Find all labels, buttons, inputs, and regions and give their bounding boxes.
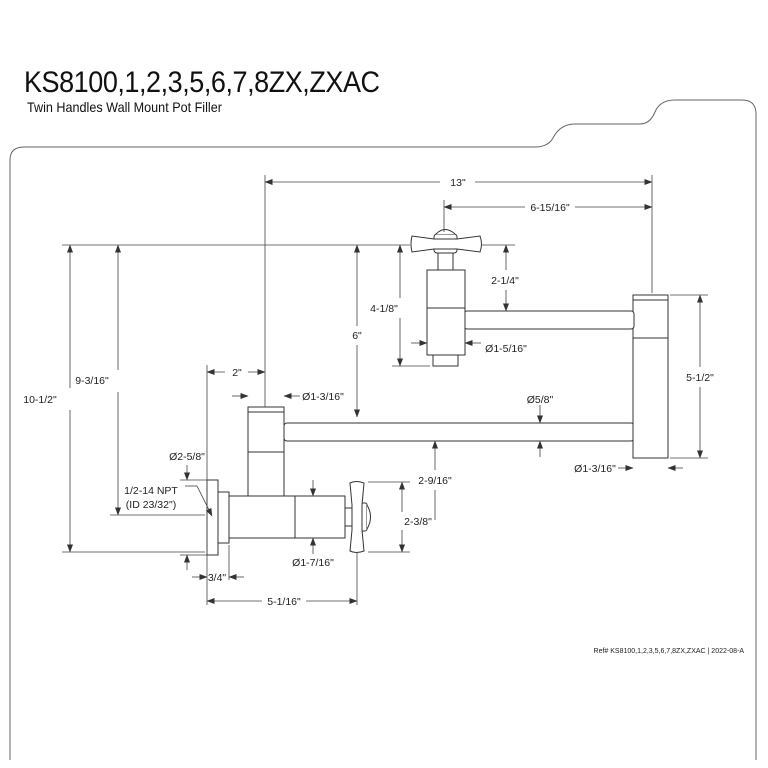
dim-upper-handle-to-arm: 2-1/4" [491, 275, 519, 287]
product-subtitle: Twin Handles Wall Mount Pot Filler [27, 99, 222, 115]
thread-spec: 1/2-14 NPT [124, 485, 178, 497]
elbow-column [632, 294, 669, 459]
dim-arm-diameter: Ø5/8" [527, 394, 554, 406]
dimension-labels: 13" 6-15/16" 10-1/2" 9-3/16" 6" 4-1/8" 2… [23, 177, 744, 655]
dim-elbow-height: 5-1/2" [686, 372, 714, 384]
reference-number: Ref# KS8100,1,2,3,5,6,7,8ZX,ZXAC | 2022-… [594, 648, 745, 655]
dim-valve-diameter: Ø1-7/16" [292, 557, 334, 569]
model-title: KS8100,1,2,3,5,6,7,8ZX,ZXAC [24, 66, 380, 99]
dim-riser-diameter: Ø1-3/16" [302, 391, 344, 403]
upper-swing-arm [463, 310, 635, 330]
dim-elbow-diameter: Ø1-3/16" [574, 463, 616, 475]
escutcheon [217, 491, 230, 544]
upper-valve-nozzle [432, 354, 459, 367]
dim-wall-to-riser: 2" [232, 367, 242, 379]
lower-valve-body [228, 495, 346, 539]
dim-lower-handle-height: 2-3/8" [404, 516, 432, 528]
dim-arm-to-valve: 2-9/16" [418, 475, 452, 487]
dim-arm-drop: 6" [352, 330, 362, 342]
upper-valve-stem [437, 252, 454, 271]
sheet-frame [9, 99, 757, 760]
dim-overall-height: 10-1/2" [23, 394, 57, 406]
lower-cross-handle [349, 481, 365, 553]
dim-height-to-inlet: 9-3/16" [75, 375, 109, 387]
dim-upper-valve-diameter: Ø1-5/16" [485, 343, 527, 355]
pot-filler-drawing [206, 229, 669, 556]
wall-flange [206, 479, 219, 556]
dimension-lines [62, 175, 708, 605]
dim-handle-to-elbow: 6-15/16" [530, 202, 570, 214]
dim-upper-valve-height: 4-1/8" [370, 303, 398, 315]
upper-valve-body [426, 269, 466, 356]
dim-wall-to-handle: 5-1/16" [267, 596, 301, 608]
dim-flange-depth: 3/4" [208, 572, 227, 584]
upper-cross-handle [410, 235, 482, 253]
dim-flange-diameter: Ø2-5/8" [169, 451, 205, 463]
thread-id: (ID 23/32") [126, 499, 176, 511]
dim-overall-width: 13" [450, 177, 466, 189]
lower-swing-arm [283, 422, 635, 442]
